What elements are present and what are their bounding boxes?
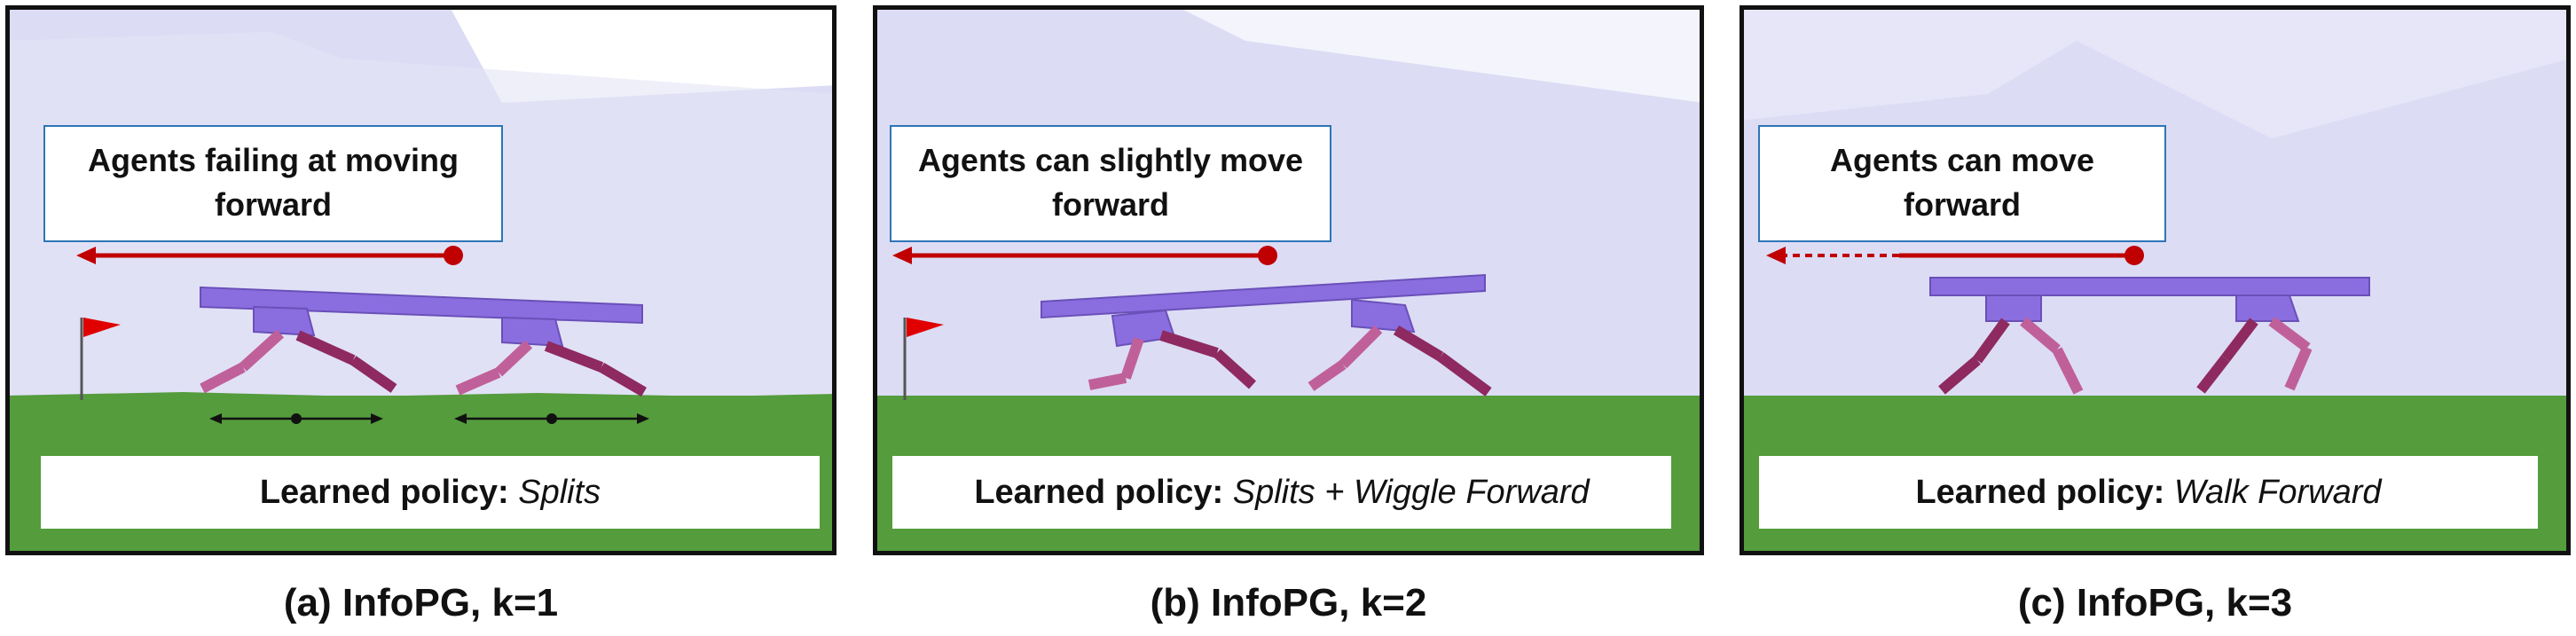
policy-text: Learned policy: Splits + Wiggle Forward [892, 470, 1671, 514]
policy-text: Learned policy: Splits [41, 470, 820, 514]
sky-cloud [1174, 5, 1704, 103]
info-box-text: Agents can move forward [1759, 138, 2165, 227]
panel-c: Agents can move forward Learned policy: … [1740, 5, 2571, 555]
policy-label: Learned policy: [974, 474, 1224, 511]
panel-a: Agents failing at moving forward Learned… [5, 5, 836, 555]
flag-icon [907, 318, 944, 337]
info-line-1: Agents can slightly move [917, 142, 1304, 178]
policy-value: Splits + Wiggle Forward [1232, 474, 1590, 511]
caption-a: (a) InfoPG, k=1 [283, 581, 559, 624]
hull [200, 286, 643, 325]
policy-text: Learned policy: Walk Forward [1759, 470, 2538, 514]
info-box [1758, 125, 2166, 242]
policy-box [1759, 456, 2538, 529]
info-line-2: forward [1051, 186, 1169, 223]
policy-value: Splits [518, 474, 601, 511]
info-line-2: forward [1903, 186, 2021, 223]
hull [1929, 277, 2370, 296]
caption-c: (c) InfoPG, k=3 [2017, 581, 2293, 624]
info-line-1: Agents failing at moving [87, 142, 459, 178]
policy-box [41, 456, 820, 529]
hull [1041, 273, 1486, 319]
flag-icon [83, 318, 121, 337]
policy-value: Walk Forward [2173, 474, 2382, 511]
info-line-1: Agents can move [1829, 142, 2095, 178]
policy-box [892, 456, 1671, 529]
info-box-text: Agents failing at moving forward [44, 138, 502, 227]
caption-b: (b) InfoPG, k=2 [1150, 581, 1427, 624]
policy-label: Learned policy: [259, 474, 509, 511]
info-box [890, 125, 1331, 242]
panel-b: Agents can slightly move forward Learned… [873, 5, 1704, 555]
scene-b [873, 5, 1704, 555]
info-line-2: forward [214, 186, 332, 223]
scene-a [5, 5, 836, 555]
scene-c [1740, 5, 2571, 555]
info-box [43, 125, 503, 242]
info-box-text: Agents can slightly move forward [891, 138, 1331, 227]
policy-label: Learned policy: [1915, 474, 2165, 511]
